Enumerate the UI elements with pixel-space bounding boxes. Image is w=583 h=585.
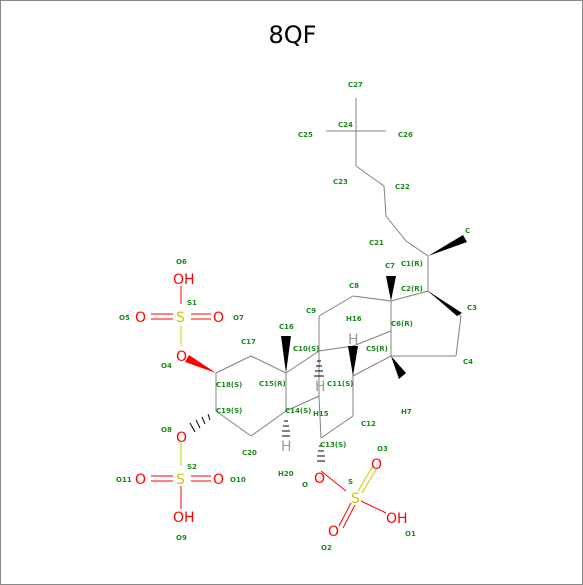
label-c8: C8 (349, 282, 359, 290)
wedge-bonds (281, 235, 467, 379)
label-c11: C11(S) (327, 380, 353, 388)
label-c22: C22 (395, 183, 410, 191)
label-c14: C14(S) (285, 407, 311, 415)
label-o11: O11 (116, 476, 132, 484)
label-c17: C17 (241, 338, 256, 346)
sulfate-bonds (151, 286, 387, 529)
label-h20: H20 (278, 470, 294, 478)
label-h16: H16 (346, 315, 362, 323)
label-c3: C3 (467, 304, 477, 312)
label-c21: C21 (369, 239, 384, 247)
label-c: C (465, 227, 470, 235)
label-s: S (348, 478, 353, 486)
label-c7: C7 (385, 262, 395, 270)
label-o10: O10 (230, 476, 246, 484)
label-o2: O2 (321, 544, 332, 552)
hydroxyl-o9: OH (173, 510, 195, 526)
label-o: O (302, 481, 308, 489)
label-c27: C27 (348, 81, 363, 89)
label-c13: C13(S) (320, 441, 346, 449)
label-o9: O9 (176, 534, 187, 542)
oxygen-o: O (314, 471, 325, 487)
label-o5: O5 (119, 314, 130, 322)
sulfur-s: S (351, 491, 360, 507)
label-c26: C26 (398, 131, 413, 139)
label-c16: C16 (279, 323, 294, 331)
label-c24: C24 (338, 121, 353, 129)
hydrogen-h16: H (348, 332, 359, 348)
label-c23: C23 (333, 178, 348, 186)
label-h15: H15 (313, 410, 329, 418)
hydrogen-h15: H (315, 379, 326, 395)
label-s2: S2 (187, 463, 197, 471)
oxygen-o4: O (176, 349, 187, 365)
label-c6: C6(R) (391, 320, 413, 328)
oxygen-o7: O (213, 310, 224, 326)
oxygen-o10: O (213, 472, 224, 488)
oxygen-o5: O (135, 310, 146, 326)
hydrogen-h20: H (281, 439, 292, 455)
label-o6: O6 (176, 258, 187, 266)
label-c5: C5(R) (366, 345, 388, 353)
label-c20: C20 (242, 449, 257, 457)
hashed-bonds (189, 360, 325, 462)
label-h7: H7 (401, 408, 412, 416)
oxygen-o11: O (135, 472, 146, 488)
sulfur-s2: S (176, 472, 185, 488)
label-c4: C4 (463, 358, 473, 366)
label-c2: C2(R) (401, 285, 423, 293)
label-c1: C1(R) (401, 260, 423, 268)
oxygen-o2: O (328, 524, 339, 540)
label-c19: C19(S) (216, 407, 242, 415)
sulfur-s1: S (176, 310, 185, 326)
label-o7: O7 (233, 314, 244, 322)
label-c12: C12 (361, 420, 376, 428)
hydroxyl-o1: OH (386, 511, 408, 527)
oxygen-o8: O (176, 430, 187, 446)
label-c10: C10(S) (293, 345, 319, 353)
label-c15: C15(R) (259, 380, 286, 388)
red-wedge-bond (185, 355, 216, 373)
oxygen-o3: O (371, 457, 382, 473)
label-o3: O3 (377, 445, 388, 453)
molecule-title: 8QF (268, 21, 317, 49)
label-c25: C25 (298, 131, 313, 139)
label-o4: O4 (161, 362, 172, 370)
label-o1: O1 (405, 530, 416, 538)
hydroxyl-o6: OH (173, 272, 195, 288)
label-c9: C9 (306, 307, 316, 315)
label-c18: C18(S) (216, 381, 242, 389)
label-s1: S1 (187, 299, 197, 307)
label-o8: O8 (161, 426, 172, 434)
atom-labels: C27 C24 C25 C26 C23 C22 C21 C C7 C1(R) C… (116, 81, 477, 552)
